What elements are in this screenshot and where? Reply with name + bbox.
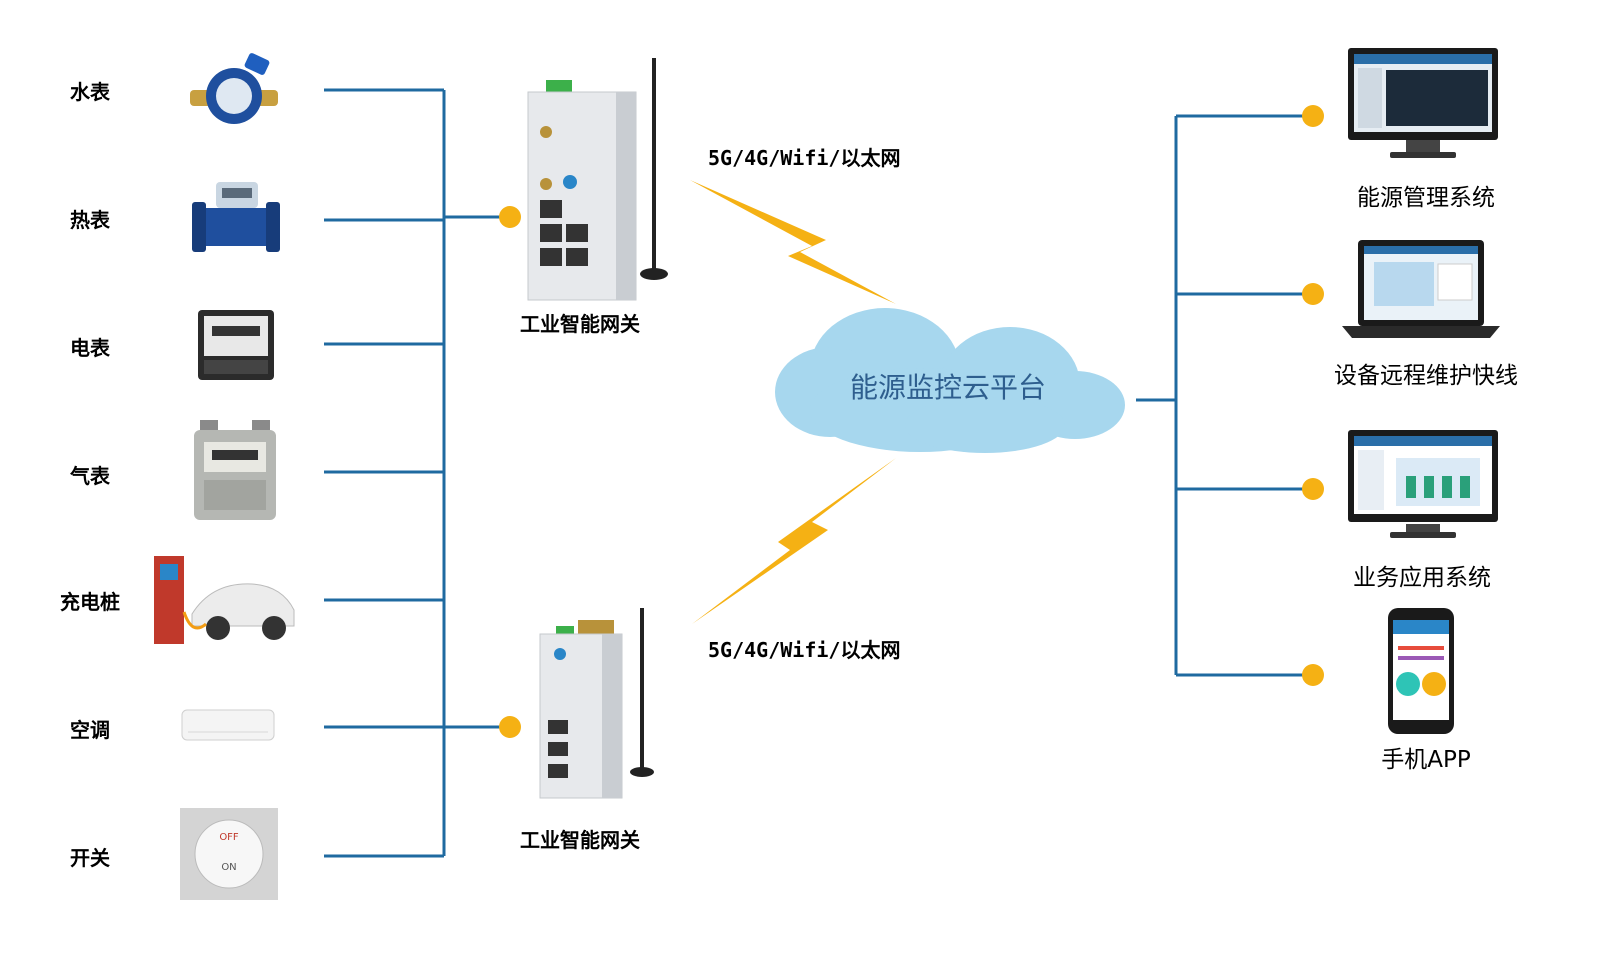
- app-node-2: [1302, 283, 1324, 305]
- gateway-device-icon-2: [539, 608, 654, 799]
- app-label-business-application: 业务应用系统: [1353, 565, 1491, 591]
- gateway-label-1: 工业智能网关: [520, 312, 640, 336]
- monitor-icon: [1348, 430, 1498, 538]
- device-label-air-conditioner: 空调: [70, 718, 110, 742]
- app-node-1: [1302, 105, 1324, 127]
- device-label-water-meter: 水表: [70, 80, 110, 104]
- lightning-bolt-lower-icon: [692, 458, 896, 624]
- monitor-icon: [1348, 48, 1498, 158]
- laptop-icon: [1342, 240, 1500, 338]
- switch-icon: OFF ON: [180, 808, 278, 900]
- air-conditioner-icon: [181, 709, 275, 741]
- cloud-platform-label: 能源监控云平台: [849, 371, 1046, 404]
- network-label-lower: 5G/4G/Wifi/以太网: [708, 638, 901, 662]
- device-label-heat-meter: 热表: [70, 208, 110, 232]
- app-node-4: [1302, 664, 1324, 686]
- electric-meter-icon: [198, 310, 274, 380]
- svg-text:ON: ON: [221, 862, 236, 873]
- svg-text:OFF: OFF: [219, 832, 239, 843]
- app-label-energy-management: 能源管理系统: [1357, 185, 1495, 211]
- gateway-device-icon-1: [527, 58, 668, 301]
- app-label-remote-maintenance: 设备远程维护快线: [1334, 363, 1518, 389]
- app-node-3: [1302, 478, 1324, 500]
- heat-meter-icon: [192, 182, 280, 252]
- gateway-node-2: [499, 716, 521, 738]
- app-label-mobile-app: 手机APP: [1381, 747, 1471, 773]
- device-label-gas-meter: 气表: [70, 464, 110, 488]
- device-label-electric-meter: 电表: [70, 336, 110, 360]
- water-meter-icon: [190, 53, 278, 124]
- device-label-charging-pile: 充电桩: [60, 590, 120, 614]
- gateway-node-1: [499, 206, 521, 228]
- gas-meter-icon: [194, 420, 276, 520]
- network-label-upper: 5G/4G/Wifi/以太网: [708, 146, 901, 170]
- lightning-bolt-upper-icon: [690, 180, 896, 304]
- cloud-icon: [775, 308, 1125, 453]
- charging-pile-icon: [154, 556, 295, 644]
- device-label-switch: 开关: [70, 846, 110, 870]
- gateway-label-2: 工业智能网关: [520, 828, 640, 852]
- phone-icon: [1388, 608, 1454, 734]
